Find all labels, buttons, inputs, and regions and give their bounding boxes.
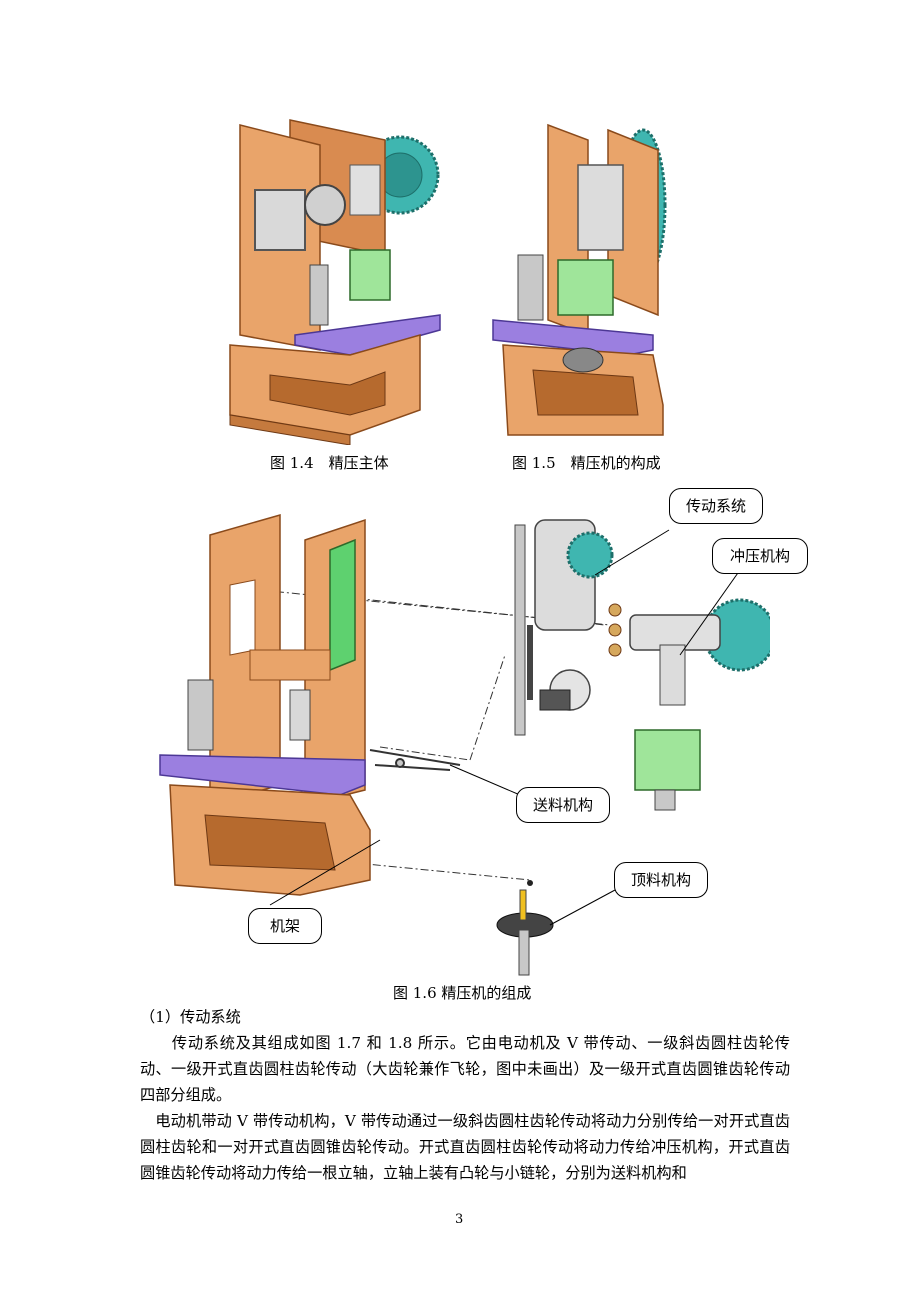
paragraph-2: 电动机带动 V 带传动机构，V 带传动通过一级斜齿圆柱齿轮传动将动力分别传给一对… bbox=[140, 1112, 790, 1182]
callout-ejector-mechanism: 顶料机构 bbox=[614, 862, 708, 898]
paragraph-1: 传动系统及其组成如图 1.7 和 1.8 所示。它由电动机及 V 带传动、一级斜… bbox=[140, 1034, 790, 1104]
figure-1-5-caption: 图 1.5 精压机的构成 bbox=[512, 454, 661, 472]
figure-1-4-press-body bbox=[229, 119, 441, 445]
callout-stamping-mechanism: 冲压机构 bbox=[712, 538, 808, 574]
callout-transmission-system: 传动系统 bbox=[669, 488, 763, 524]
figure-1-6-exploded-assembly bbox=[159, 514, 770, 976]
callout-frame: 机架 bbox=[248, 908, 322, 944]
transmission-gear-icon bbox=[566, 531, 614, 579]
section-heading: （1）传动系统 bbox=[140, 1008, 241, 1026]
stamping-gear-icon bbox=[703, 598, 770, 672]
figure-1-5-press-composition bbox=[492, 123, 667, 436]
callout-feeding-mechanism: 送料机构 bbox=[516, 787, 610, 823]
page-number: 3 bbox=[455, 1212, 464, 1227]
figure-1-4-caption: 图 1.4 精压主体 bbox=[270, 454, 389, 472]
figure-1-6-caption: 图 1.6 精压机的组成 bbox=[393, 984, 532, 1002]
